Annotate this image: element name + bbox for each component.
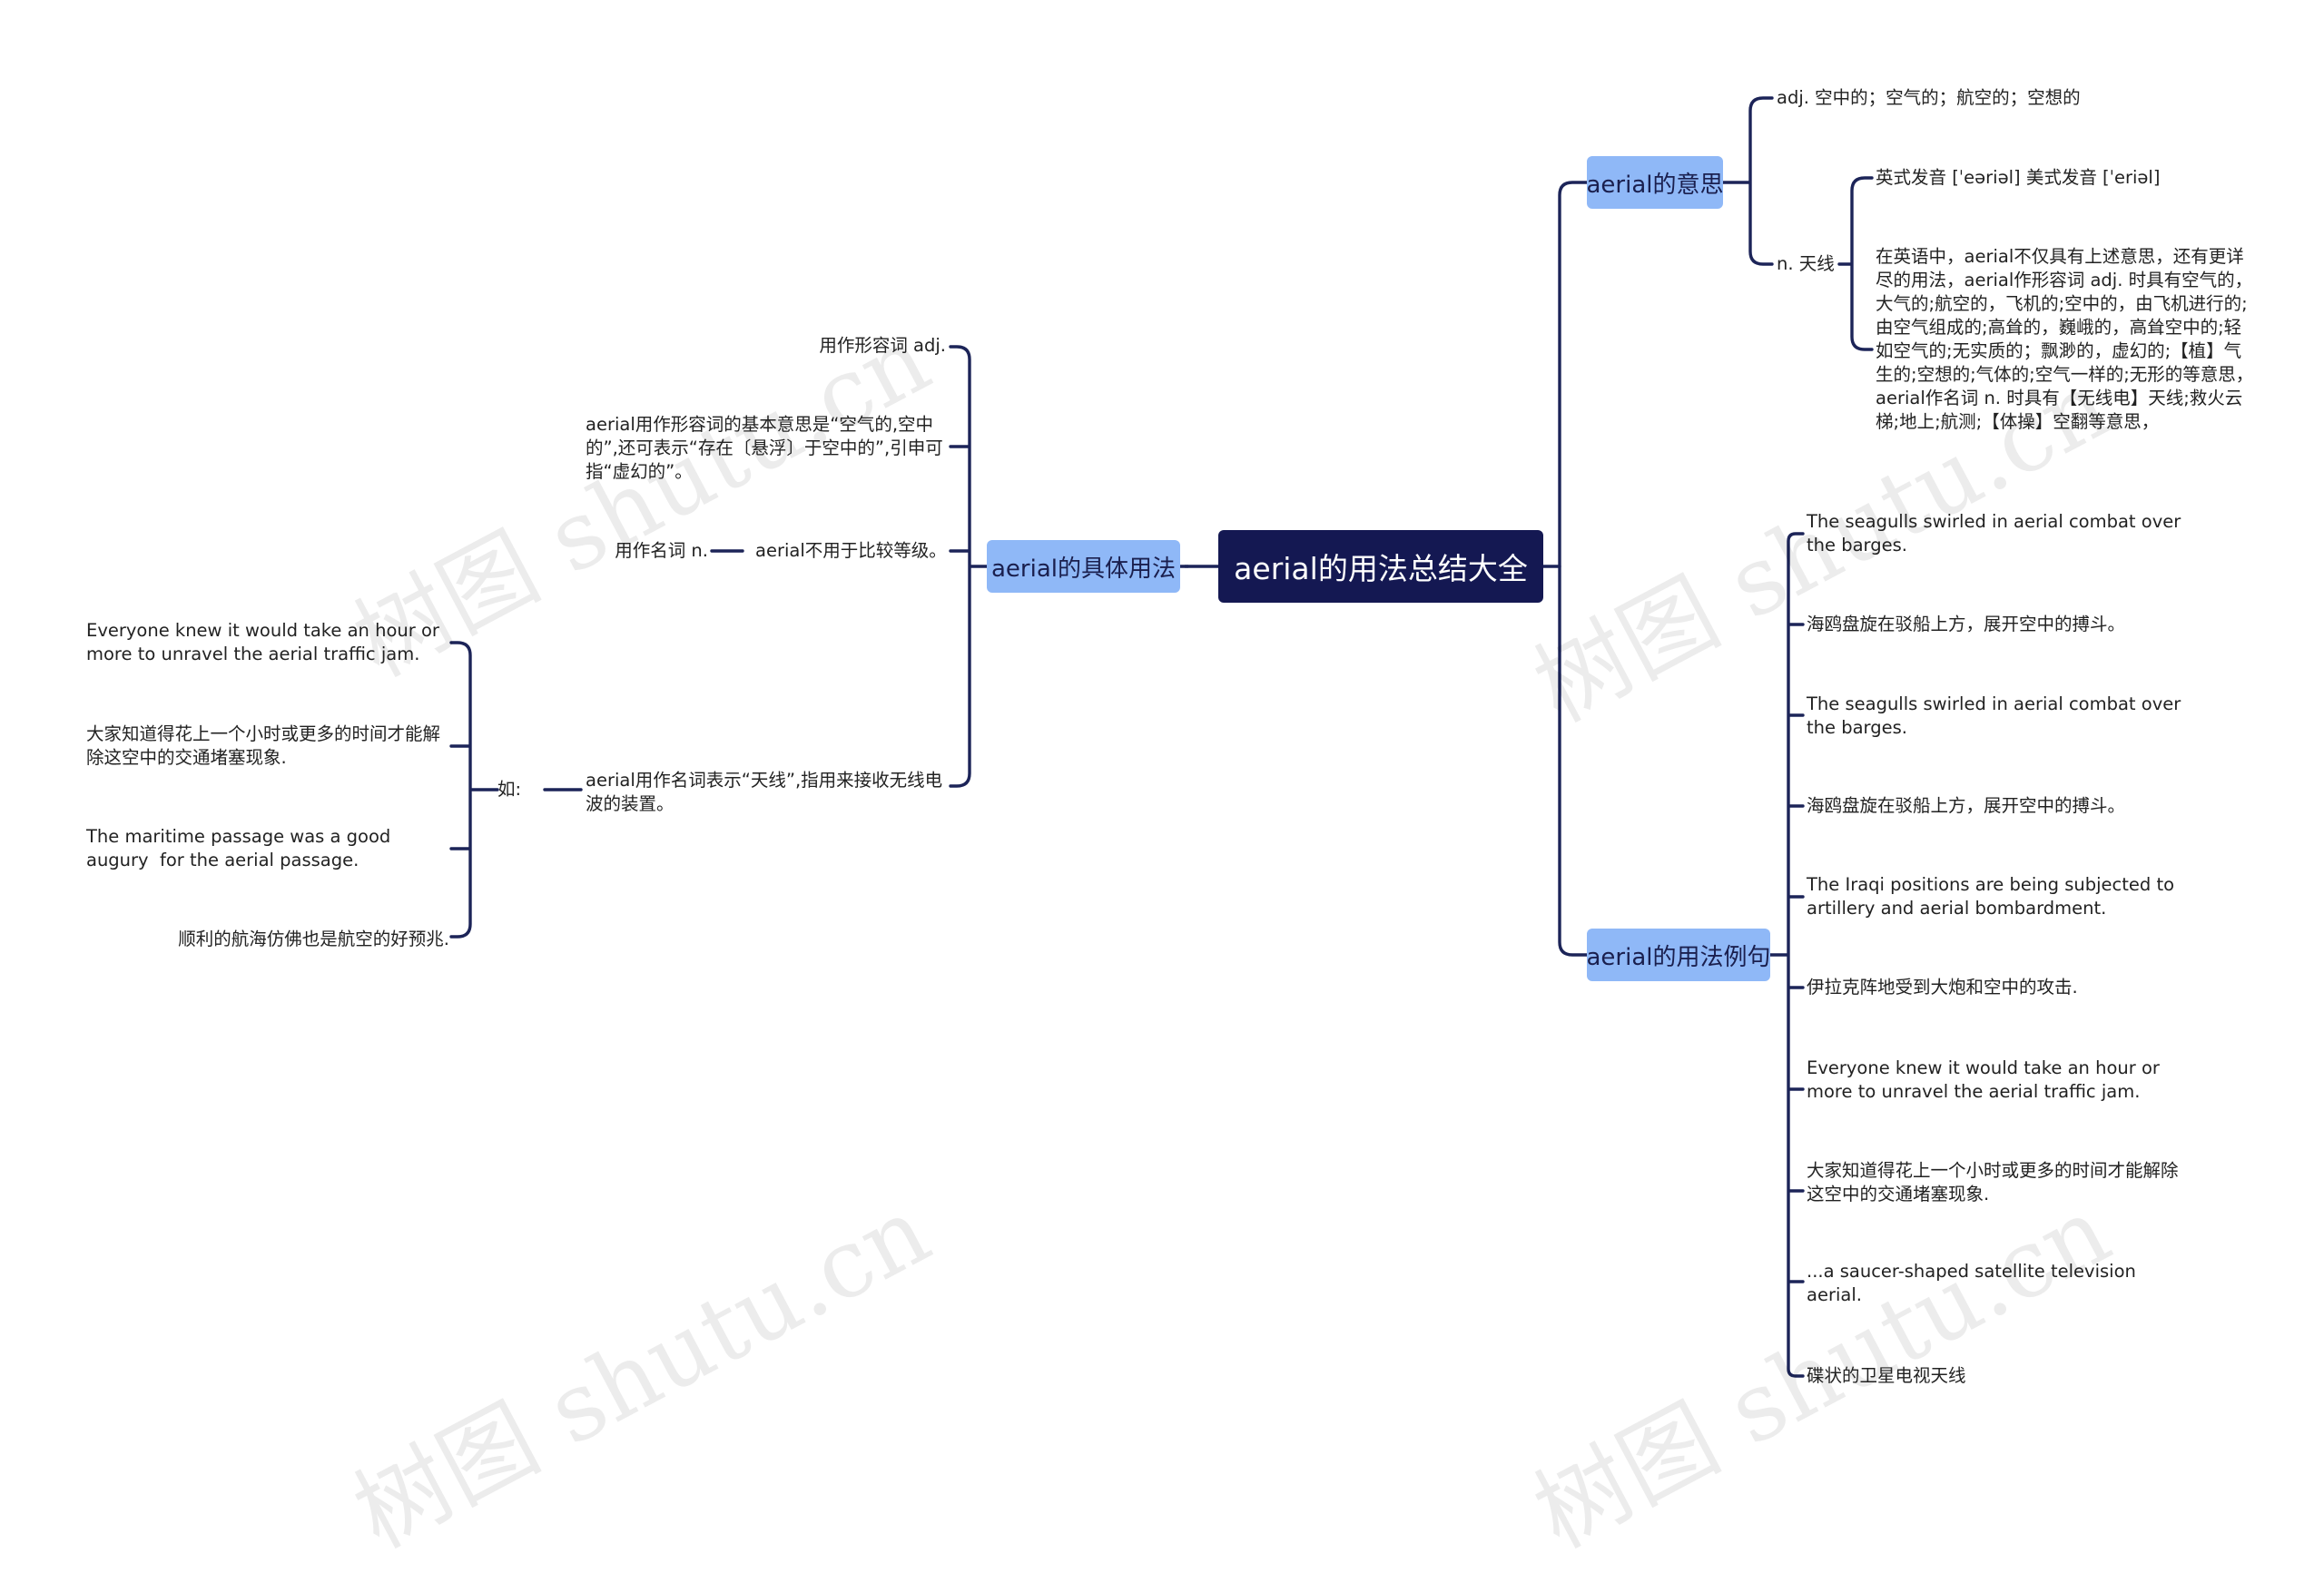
example-item[interactable]: 伊拉克阵地受到大炮和空中的攻击.: [1807, 977, 2078, 998]
usage-example[interactable]: 大家知道得花上一个小时或更多的时间才能解除这空中的交通堵塞现象.: [86, 723, 441, 768]
link-eg: [449, 641, 583, 939]
example-item[interactable]: 碟状的卫星电视天线: [1807, 1365, 1966, 1386]
meaning-detail[interactable]: 在英语中，aerial不仅具有上述意思，还有更详尽的用法，aerial作形容词 …: [1876, 246, 2254, 432]
example-item[interactable]: Everyone knew it would take an hour or m…: [1807, 1057, 2166, 1102]
usage-example[interactable]: The maritime passage was a good augury f…: [86, 826, 397, 870]
meaning-noun[interactable]: n. 天线: [1777, 253, 1835, 274]
meaning-adj[interactable]: adj. 空中的；空气的；航空的；空想的: [1777, 87, 2081, 108]
usage-adj-desc[interactable]: aerial用作形容词的基本意思是“空气的,空中的”,还可表示“存在〔悬浮〕于空…: [586, 414, 943, 482]
example-item[interactable]: 海鸥盘旋在驳船上方，展开空中的搏斗。: [1807, 795, 2126, 816]
link-meaning: [1721, 96, 1774, 266]
right-trunk: [1558, 181, 1589, 957]
example-item[interactable]: The seagulls swirled in aerial combat ov…: [1807, 511, 2192, 555]
usage-example[interactable]: Everyone knew it would take an hour or m…: [86, 620, 446, 664]
usage-noun-label[interactable]: 用作名词 n.: [615, 540, 708, 561]
usage-adj-label[interactable]: 用作形容词 adj.: [819, 335, 946, 356]
root-topic[interactable]: aerial的用法总结大全: [1218, 530, 1543, 603]
example-item[interactable]: 海鸥盘旋在驳船上方，展开空中的搏斗。: [1807, 614, 2126, 634]
usage-eg-label[interactable]: 如:: [497, 779, 522, 800]
branch-examples[interactable]: aerial的用法例句: [1587, 929, 1771, 981]
link-usage-main: [949, 345, 989, 788]
example-item[interactable]: ...a saucer-shaped satellite television …: [1807, 1261, 2142, 1305]
usage-noun-compare[interactable]: aerial不用于比较等级。: [755, 540, 947, 561]
example-item[interactable]: The seagulls swirled in aerial combat ov…: [1807, 693, 2192, 738]
example-item[interactable]: 大家知道得花上一个小时或更多的时间才能解除这空中的交通堵塞现象.: [1807, 1160, 2179, 1204]
example-item[interactable]: The Iraqi positions are being subjected …: [1807, 874, 2186, 919]
link-examples: [1768, 532, 1805, 1378]
meaning-pronunciation[interactable]: 英式发音 [ˈeəriəl] 美式发音 [ˈeriəl]: [1876, 167, 2161, 188]
branch-usage[interactable]: aerial的具体用法: [987, 540, 1180, 593]
mind-map-canvas: 树图 shutu.cn 树图 shutu.cn 树图 shutu.cn 树图 s…: [86, 87, 2254, 1569]
usage-noun-desc[interactable]: aerial用作名词表示“天线”,指用来接收无线电波的装置。: [586, 770, 943, 814]
usage-example[interactable]: 顺利的航海仿佛也是航空的好预兆.: [178, 929, 449, 949]
branch-meaning[interactable]: aerial的意思: [1587, 156, 1724, 209]
link-noun: [1837, 176, 1874, 351]
connector-lines: [449, 96, 1874, 1378]
